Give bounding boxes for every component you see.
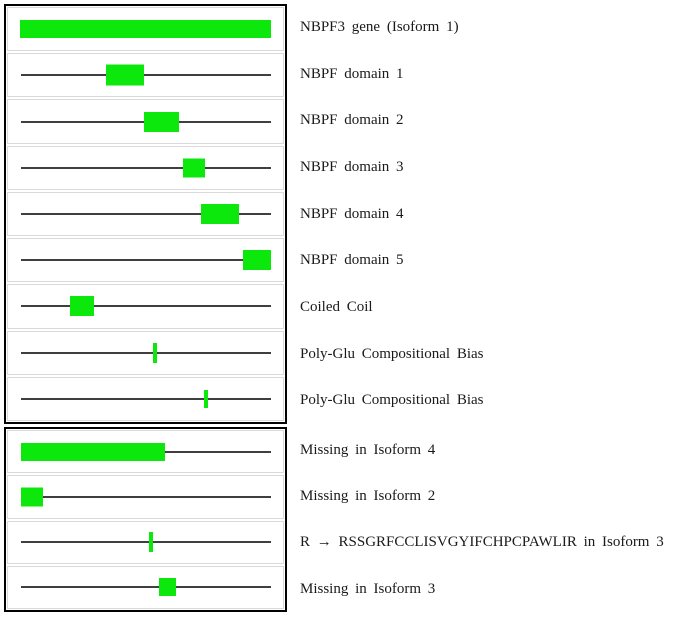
sequence-baseline	[21, 212, 271, 215]
label-row: NBPF domain 3	[300, 144, 674, 191]
label-row: Coiled Coil	[300, 284, 674, 331]
feature-row-nbpf-domain-1	[7, 53, 284, 98]
sequence-baseline	[21, 305, 271, 308]
label-column-variants: Missing in Isoform 4 Missing in Isoform …	[300, 427, 674, 612]
feature-label: NBPF domain 5	[300, 252, 404, 269]
feature-row-poly-glu-1	[7, 330, 284, 375]
label-row: Poly-Glu Compositional Bias	[300, 331, 674, 378]
label-row: NBPF3 gene (Isoform 1)	[300, 4, 674, 51]
label-row: Poly-Glu Compositional Bias	[300, 377, 674, 424]
feature-row-missing-isoform-2	[7, 475, 284, 519]
label-row: Missing in Isoform 4	[300, 427, 674, 473]
label-row: NBPF domain 5	[300, 237, 674, 284]
feature-row-nbpf-domain-4	[7, 191, 284, 237]
sequence-baseline	[21, 397, 271, 400]
sequence-baseline	[21, 351, 271, 354]
nbpf-domain-4-marker	[201, 203, 239, 224]
sequence-baseline	[21, 74, 271, 77]
feature-row-gene	[7, 7, 284, 52]
sequence-baseline	[21, 541, 271, 544]
sequence-baseline	[21, 166, 271, 169]
feature-label: R → RSSGRFCCLISVGYIFCHPCPAWLIR in Isofor…	[300, 534, 664, 551]
poly-glu-2-marker	[204, 389, 208, 408]
feature-row-nbpf-domain-2	[7, 99, 284, 144]
feature-label: NBPF domain 1	[300, 65, 404, 82]
label-row: Missing in Isoform 2	[300, 473, 674, 519]
gene-bar	[20, 20, 271, 39]
feature-label: Missing in Isoform 4	[300, 441, 436, 458]
feature-row-poly-glu-2	[7, 376, 284, 421]
feature-row-nbpf-domain-3	[7, 145, 284, 190]
sequence-baseline	[21, 495, 271, 498]
sequence-baseline	[21, 259, 271, 262]
feature-label: NBPF domain 2	[300, 112, 404, 129]
missing-isoform-2-marker	[21, 487, 43, 507]
feature-label: Coiled Coil	[300, 299, 373, 316]
feature-row-coiled-coil	[7, 284, 284, 329]
label-row: R → RSSGRFCCLISVGYIFCHPCPAWLIR in Isofor…	[300, 520, 674, 566]
feature-row-missing-isoform-3	[7, 565, 284, 609]
label-row: NBPF domain 1	[300, 51, 674, 98]
feature-label: Poly-Glu Compositional Bias	[300, 392, 484, 409]
feature-label: Poly-Glu Compositional Bias	[300, 345, 484, 362]
feature-label: NBPF domain 3	[300, 159, 404, 176]
diagram-panel-main	[4, 4, 287, 424]
nbpf-domain-3-marker	[183, 158, 205, 178]
label-column-main: NBPF3 gene (Isoform 1) NBPF domain 1 NBP…	[300, 4, 674, 424]
sequence-baseline	[21, 586, 271, 589]
label-row: NBPF domain 2	[300, 97, 674, 144]
label-row: NBPF domain 4	[300, 191, 674, 238]
nbpf-domain-2-marker	[144, 111, 179, 132]
feature-label: Missing in Isoform 2	[300, 488, 436, 505]
feature-label: NBPF3 gene (Isoform 1)	[300, 19, 459, 36]
nbpf-domain-1-marker	[106, 64, 144, 86]
label-row: Missing in Isoform 3	[300, 566, 674, 612]
substitution-isoform-3-marker	[149, 532, 153, 553]
missing-isoform-4-bar	[21, 442, 165, 461]
feature-row-missing-isoform-4	[7, 430, 284, 474]
diagram-panel-variants	[4, 427, 287, 612]
feature-label: NBPF domain 4	[300, 205, 404, 222]
coiled-coil-marker	[70, 296, 94, 317]
feature-label: Missing in Isoform 3	[300, 580, 436, 597]
feature-row-nbpf-domain-5	[7, 238, 284, 283]
nbpf-domain-5-marker	[243, 250, 271, 271]
feature-row-substitution-isoform-3	[7, 520, 284, 564]
missing-isoform-3-marker	[159, 578, 176, 597]
poly-glu-1-marker	[153, 342, 157, 363]
